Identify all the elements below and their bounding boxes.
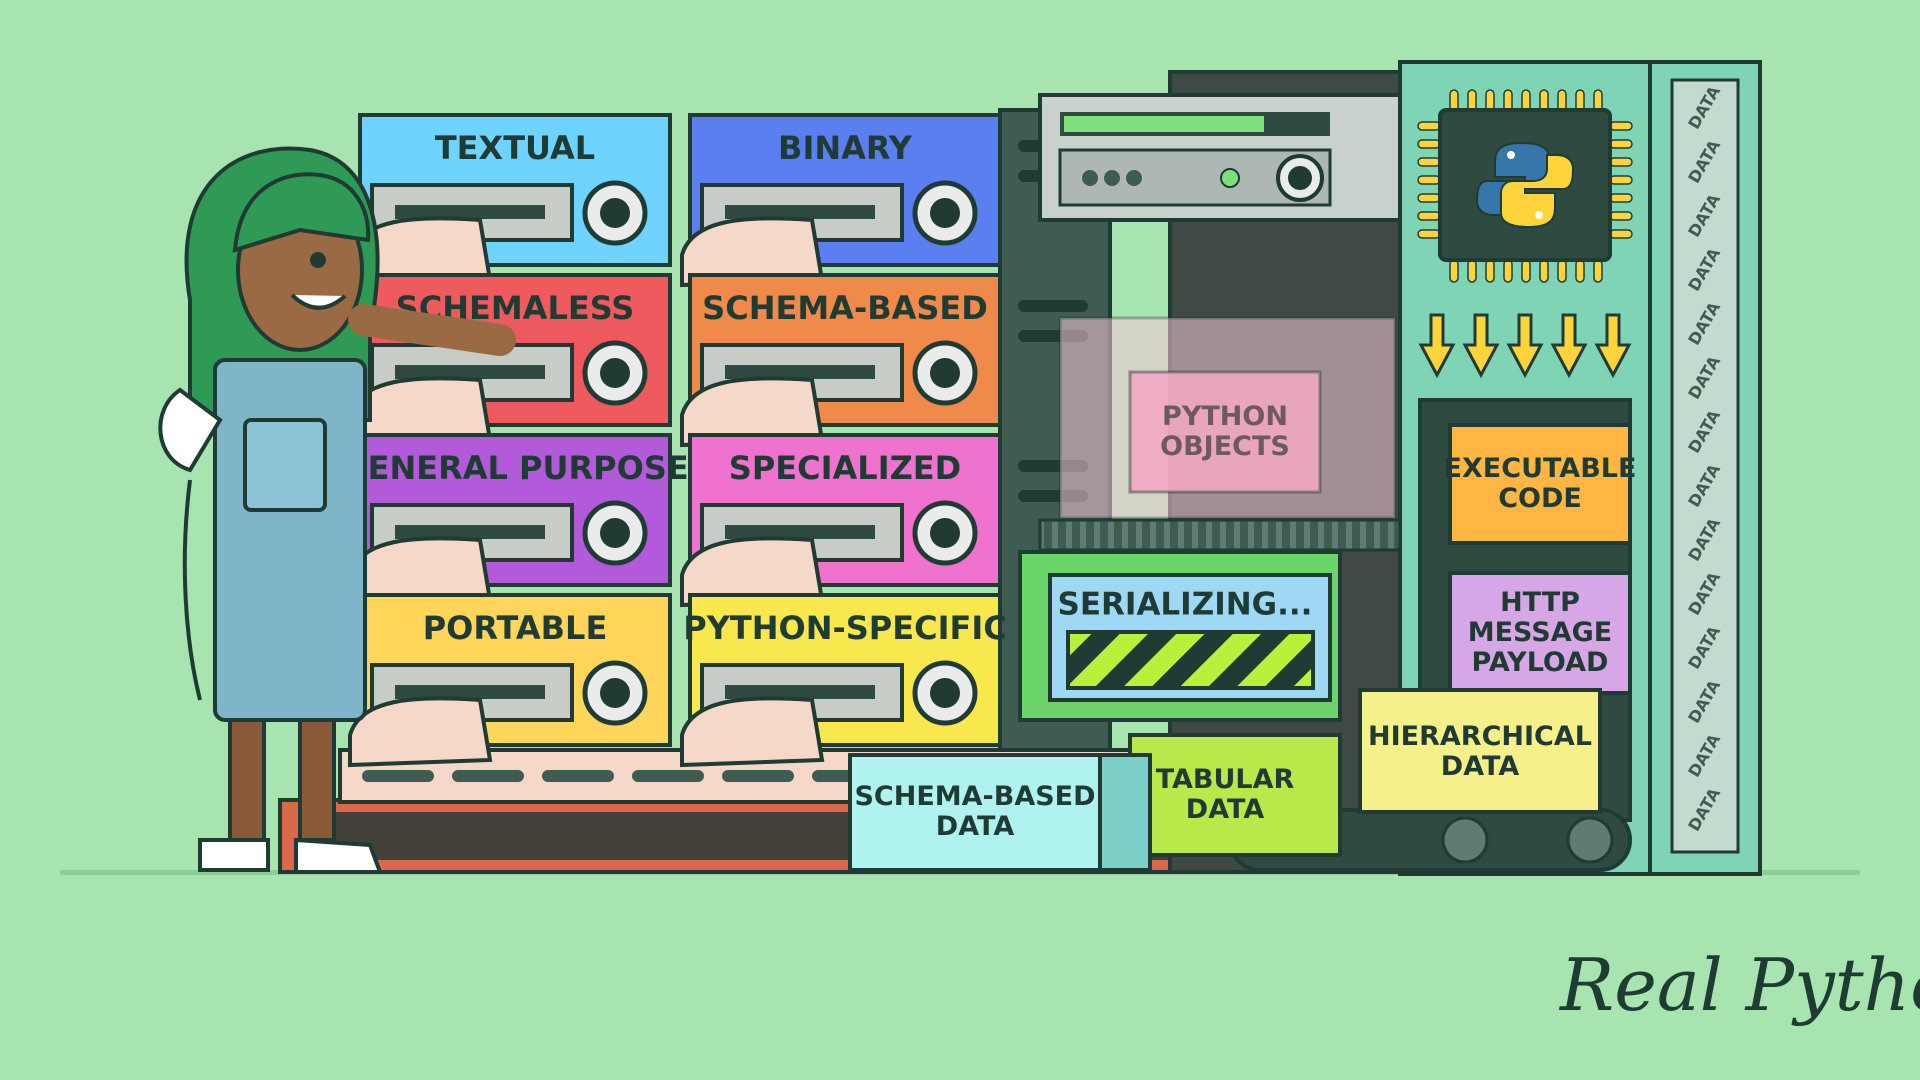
chip-pin (1557, 259, 1567, 283)
knob-center (600, 358, 630, 388)
knob-center (600, 198, 630, 228)
chip-pin (1609, 193, 1633, 203)
python-objects-box (1128, 370, 1322, 494)
chip-pin (1417, 121, 1441, 131)
brand-logo-text: Real Python (1558, 943, 1920, 1027)
knob-center (930, 678, 960, 708)
format-panel: SCHEMA-BASED (680, 273, 1002, 448)
disk-slot-opening (395, 205, 545, 219)
format-label: BINARY (778, 129, 913, 167)
chip-pin (1417, 211, 1441, 221)
chip-pin (1575, 259, 1585, 283)
disk-slot-opening (395, 685, 545, 699)
disk-slot-opening (725, 205, 875, 219)
disk-slot-opening (725, 365, 875, 379)
chip-pin (1417, 157, 1441, 167)
progress-stripes (1066, 630, 1315, 690)
paper-sheet (680, 376, 825, 448)
format-panel: PORTABLE (348, 593, 672, 768)
chip-pin (1417, 139, 1441, 149)
disk-slot-opening (725, 685, 875, 699)
format-label: SPECIALIZED (729, 449, 961, 487)
format-label: GENERAL PURPOSE (341, 449, 688, 487)
disk-slot-opening (395, 525, 545, 539)
arrow-down-icon (1594, 313, 1632, 379)
format-panel: GENERAL PURPOSE (341, 433, 689, 608)
python-logo-icon (1475, 141, 1575, 229)
chip-pin (1539, 259, 1549, 283)
format-panel: SCHEMALESS (348, 273, 672, 448)
format-panel: SPECIALIZED (680, 433, 1002, 608)
chip-pin (1449, 259, 1459, 283)
disk-slot-opening (395, 365, 545, 379)
knob-center (600, 678, 630, 708)
paper-sheet (348, 696, 493, 768)
chip-pin (1609, 211, 1633, 221)
chip-pin (1609, 229, 1633, 239)
arrow-down-icon (1506, 313, 1544, 379)
knob-center (930, 198, 960, 228)
format-panel: BINARY (680, 113, 1002, 288)
chip-pin (1467, 259, 1477, 283)
chip-pin (1417, 229, 1441, 239)
knob-center (930, 358, 960, 388)
serializing-label: SERIALIZING... (1058, 587, 1313, 623)
arrow-down-icon (1550, 313, 1588, 379)
chip-pin (1521, 259, 1531, 283)
serializing-display: SERIALIZING... (1018, 550, 1342, 722)
format-grid: TEXTUAL BINARY SCHEMALESS SCHEMA-BASED GENER… (341, 113, 1007, 768)
paper-sheet (680, 696, 825, 768)
format-label: PORTABLE (423, 609, 608, 647)
paper-sheet (680, 216, 825, 288)
knob-center (930, 518, 960, 548)
chip-pin (1485, 259, 1495, 283)
person-illustration (158, 146, 516, 874)
chip-pin (1609, 139, 1633, 149)
format-panel: PYTHON-SPECIFIC (680, 593, 1007, 768)
format-panel: TEXTUAL (348, 113, 672, 288)
chip-pin (1503, 259, 1513, 283)
chip-pin (1609, 175, 1633, 185)
chip-pin (1593, 259, 1603, 283)
format-label: PYTHON-SPECIFIC (683, 609, 1007, 647)
chip-pin (1609, 121, 1633, 131)
arrow-down-icon (1462, 313, 1500, 379)
data-ribbon-column: DATADATADATADATADATADATADATADATADATADATA… (1648, 60, 1762, 876)
chip-pin (1609, 157, 1633, 167)
chip-pin (1417, 175, 1441, 185)
format-label: TEXTUAL (435, 129, 595, 167)
paper-sheet (680, 536, 825, 608)
top-device (1038, 93, 1402, 222)
arrow-down-icon (1418, 313, 1456, 379)
disk-slot-opening (725, 525, 875, 539)
chip-pin (1417, 193, 1441, 203)
format-label: SCHEMA-BASED (702, 289, 988, 327)
knob-center (600, 518, 630, 548)
